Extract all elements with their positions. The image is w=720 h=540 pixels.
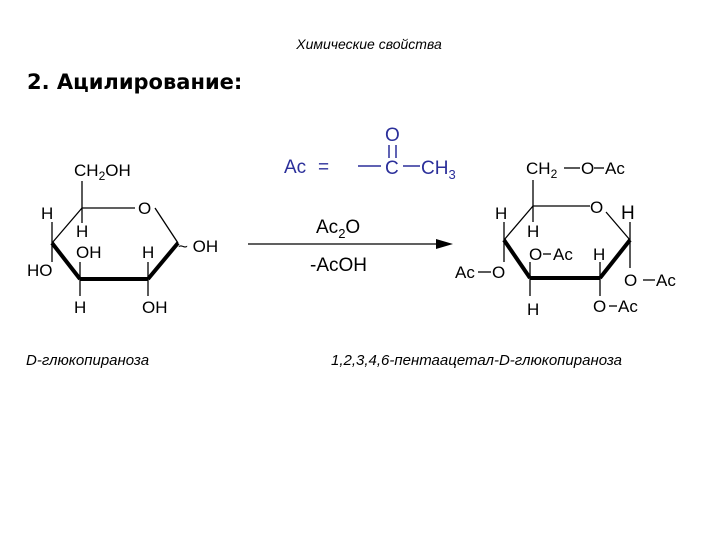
anomeric-oh: ~ OH	[178, 237, 218, 256]
c3-h-upper: H	[527, 222, 539, 241]
c6-ch2-label: CH2	[526, 159, 558, 181]
c2-h: H	[142, 243, 154, 262]
section-heading: 2. Ацилирование:	[27, 70, 243, 94]
ring-oxygen: O	[138, 199, 151, 218]
carbonyl-carbon: C	[385, 158, 399, 179]
ring-bond-o-c1	[605, 211, 631, 241]
arrow-head	[436, 239, 453, 249]
carbonyl-oxygen: O	[385, 125, 400, 146]
c1-h: H	[621, 203, 635, 224]
reaction-arrow: Ac2O -AcOH	[248, 217, 453, 276]
ring-bond-back	[51, 207, 135, 244]
byproduct-acoh: -AcOH	[310, 255, 367, 276]
c2-ac: Ac	[618, 297, 638, 316]
ring-bond-front-left	[50, 241, 82, 281]
c2-oh: OH	[142, 298, 168, 317]
c6-ac: Ac	[605, 159, 625, 178]
c3-oh: OH	[76, 243, 102, 262]
c3-ac: Ac	[553, 245, 573, 264]
glucopyranose-structure: CH2OH O ~ OH H HO H OH H H OH	[27, 161, 218, 317]
pentaacetate-structure: CH2 O Ac O H H O Ac H O Ac H O Ac H O Ac	[455, 159, 676, 319]
ring-bond-front-right	[598, 238, 632, 280]
pentaacetate-caption: 1,2,3,4,6-пентаацетал-D-глюкопираноза	[331, 352, 623, 369]
glucopyranose-caption: D-глюкопираноза	[26, 352, 150, 369]
ring-bond-back	[503, 205, 590, 241]
reagent-ac2o: Ac2O	[316, 217, 360, 241]
ring-oxygen: O	[590, 198, 603, 217]
c3-h-lower: H	[74, 298, 86, 317]
c3-oxygen: O	[529, 245, 542, 264]
c2-oxygen: O	[593, 297, 606, 316]
c2-h: H	[593, 245, 605, 264]
acetyl-definition: Ac = O C CH3	[284, 125, 456, 182]
c4-h: H	[495, 204, 507, 223]
c6-oxygen: O	[581, 159, 594, 178]
ac-label: Ac	[284, 157, 306, 178]
c6-ch2oh-label: CH2OH	[74, 161, 131, 183]
c4-ac: Ac	[455, 263, 475, 282]
equals-sign: =	[318, 157, 329, 178]
ring-bond-front-left	[502, 238, 532, 280]
c4-h: H	[41, 204, 53, 223]
ring-bond-o-c1	[154, 207, 179, 244]
c3-h-lower: H	[527, 300, 539, 319]
c1-oxygen: O	[624, 271, 637, 290]
page-subtitle: Химические свойства	[296, 36, 442, 52]
ring-bond-front-right	[146, 241, 180, 281]
c3-h-upper: H	[76, 222, 88, 241]
methyl-group: CH3	[421, 158, 456, 182]
c1-ac: Ac	[656, 271, 676, 290]
c4-ho: HO	[27, 261, 53, 280]
c4-oxygen: O	[492, 263, 505, 282]
